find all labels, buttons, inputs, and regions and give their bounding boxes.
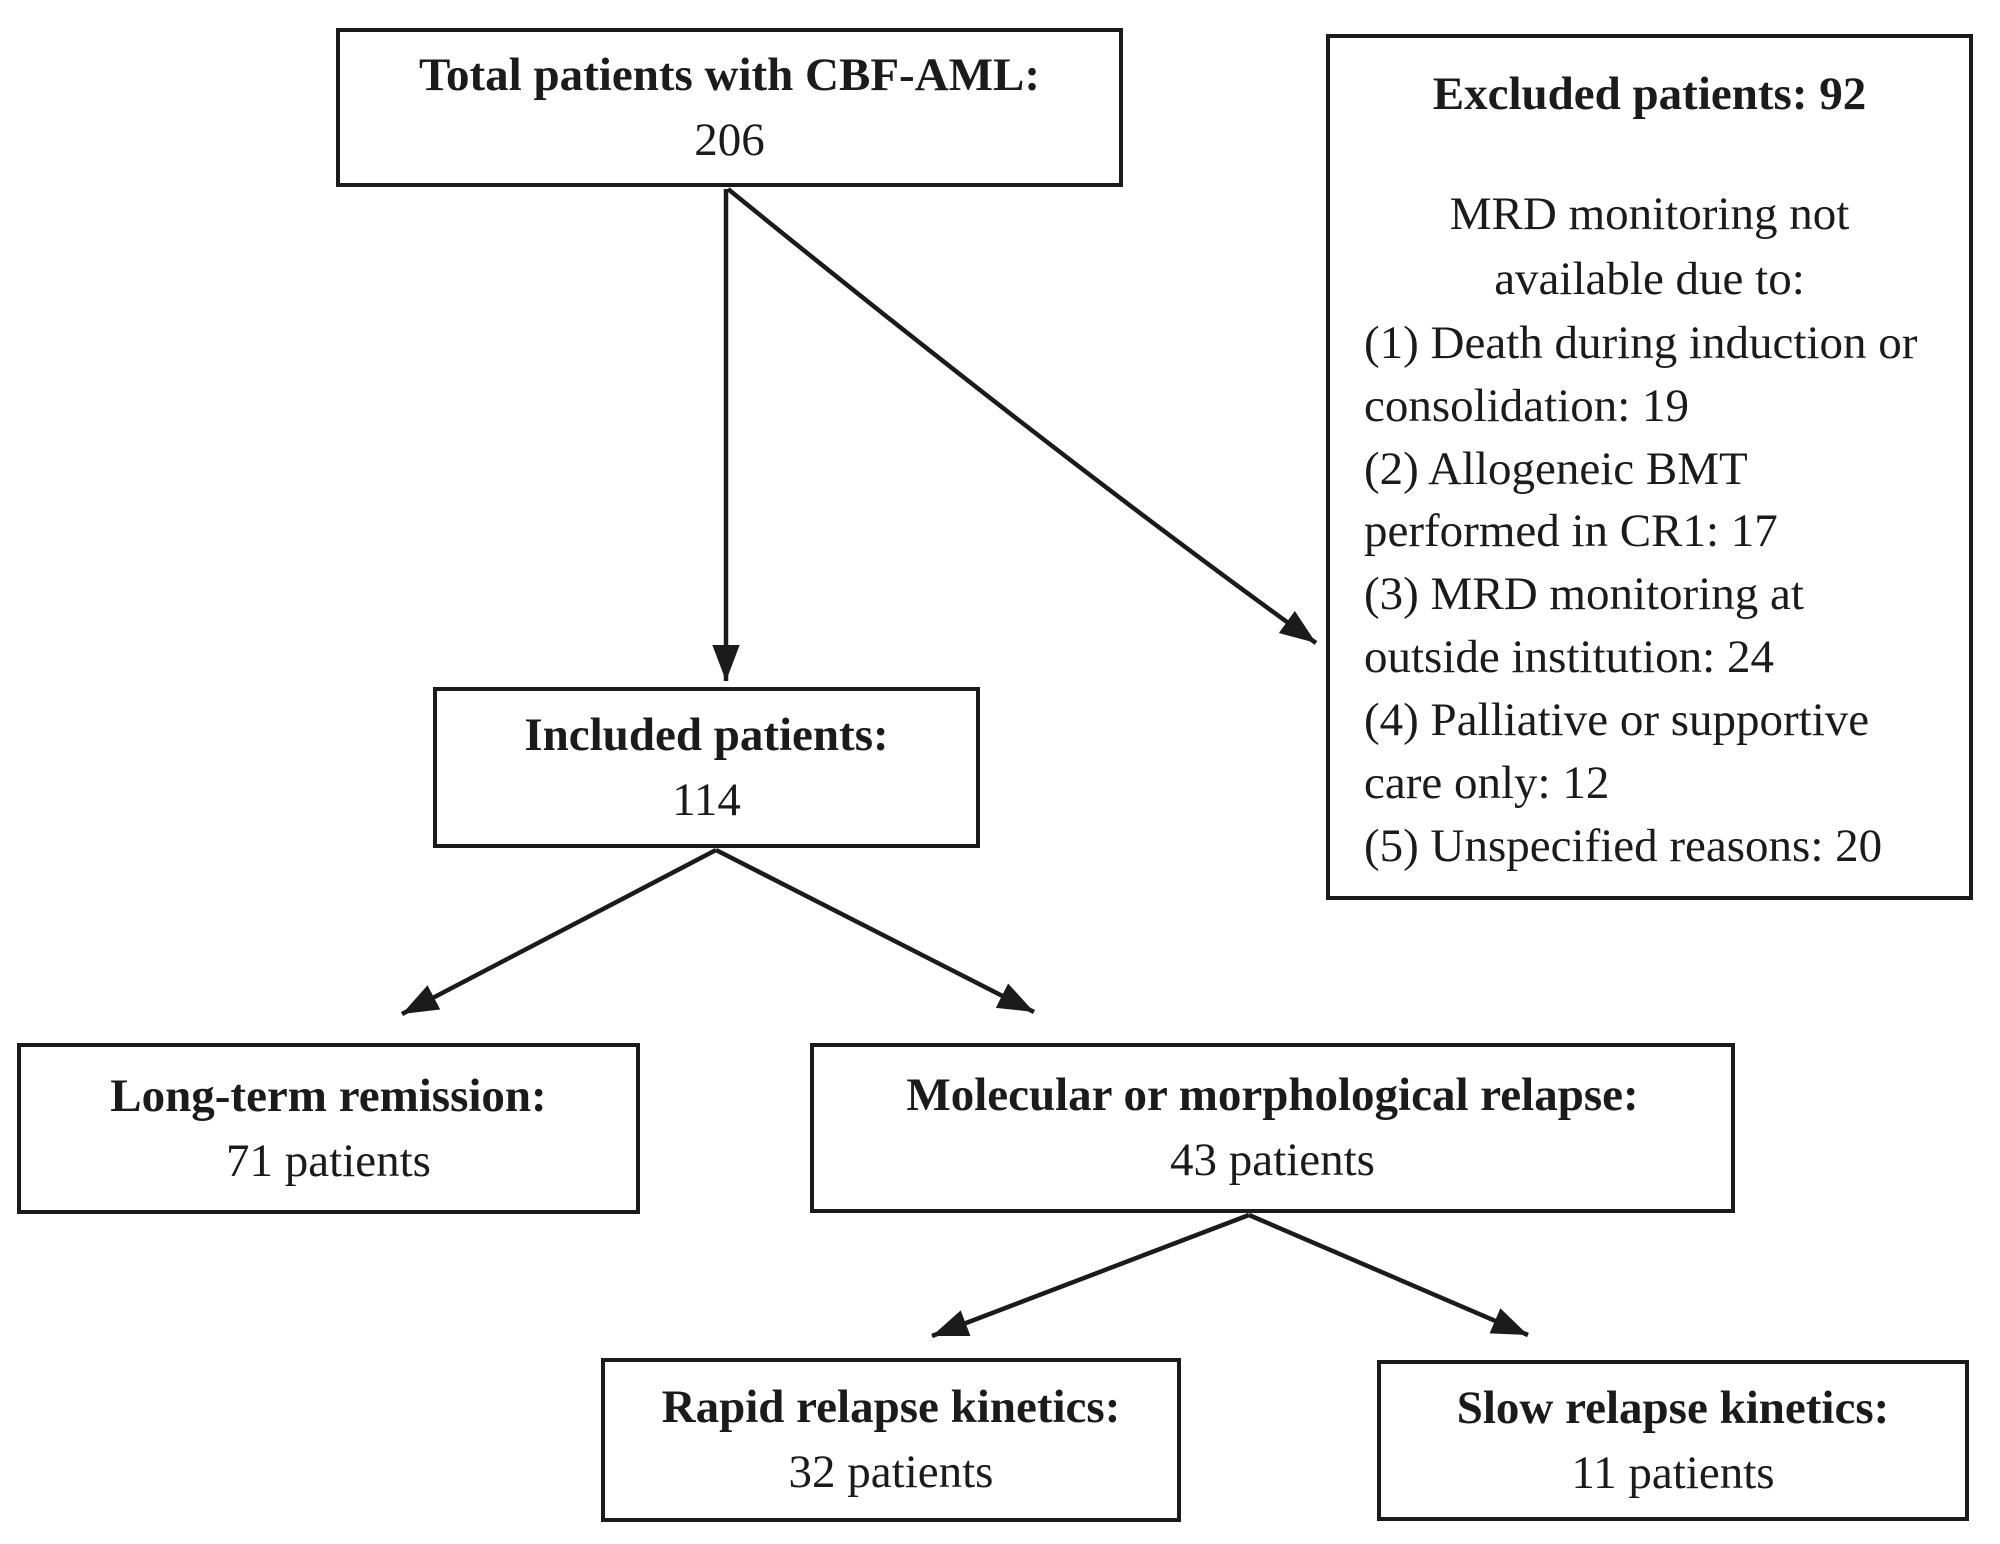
arrow-total-to-excluded — [726, 187, 1318, 645]
excluded-subtitle: MRD monitoring not available due to: — [1449, 187, 1850, 305]
box-value: 71 patients — [226, 1134, 431, 1187]
box-total-patients: Total patients with CBF-AML: 206 — [336, 28, 1123, 187]
box-value: 32 patients — [788, 1446, 994, 1498]
box-value: 43 patients — [1170, 1134, 1375, 1186]
box-molecular-morphological-relapse: Molecular or morphological relapse: 43 p… — [810, 1043, 1735, 1213]
box-longterm-remission: Long-term remission: 71 patients — [17, 1043, 640, 1214]
arrow-relapse-to-rapid — [931, 1212, 1250, 1339]
excluded-reason: (3) MRD monitoring at outside institutio… — [1364, 568, 1804, 684]
arrow-included-to-relapse — [714, 847, 1036, 1015]
box-title: Total patients with CBF-AML: — [418, 48, 1041, 101]
box-value: 206 — [694, 113, 765, 166]
box-value: 114 — [672, 773, 741, 826]
box-excluded-patients: Excluded patients: 92 MRD monitoring not… — [1326, 34, 1973, 900]
box-title: Molecular or morphological relapse: — [906, 1069, 1639, 1122]
excluded-reason: (1) Death during induction or consolidat… — [1364, 316, 1918, 432]
excluded-reason: (5) Unspecified reasons: 20 — [1364, 820, 1883, 873]
box-included-patients: Included patients: 114 — [433, 687, 980, 848]
excluded-reason: (4) Palliative or supportive care only: … — [1364, 694, 1870, 810]
box-title: Included patients: — [524, 708, 889, 761]
box-value: 11 patients — [1571, 1446, 1775, 1499]
box-title: Rapid relapse kinetics: — [661, 1381, 1121, 1434]
box-title: Excluded patients: 92 — [1432, 68, 1867, 120]
box-rapid-relapse-kinetics: Rapid relapse kinetics: 32 patients — [601, 1358, 1181, 1522]
excluded-reason: (2) Allogeneic BMT performed in CR1: 17 — [1364, 442, 1778, 558]
box-title: Slow relapse kinetics: — [1456, 1381, 1890, 1434]
box-title: Long-term remission: — [110, 1069, 547, 1122]
box-slow-relapse-kinetics: Slow relapse kinetics: 11 patients — [1377, 1360, 1969, 1521]
arrow-included-to-longterm — [400, 848, 718, 1016]
arrow-relapse-to-slow — [1248, 1212, 1529, 1338]
excluded-reasons-list: (1) Death during induction or consolidat… — [1364, 312, 1935, 879]
